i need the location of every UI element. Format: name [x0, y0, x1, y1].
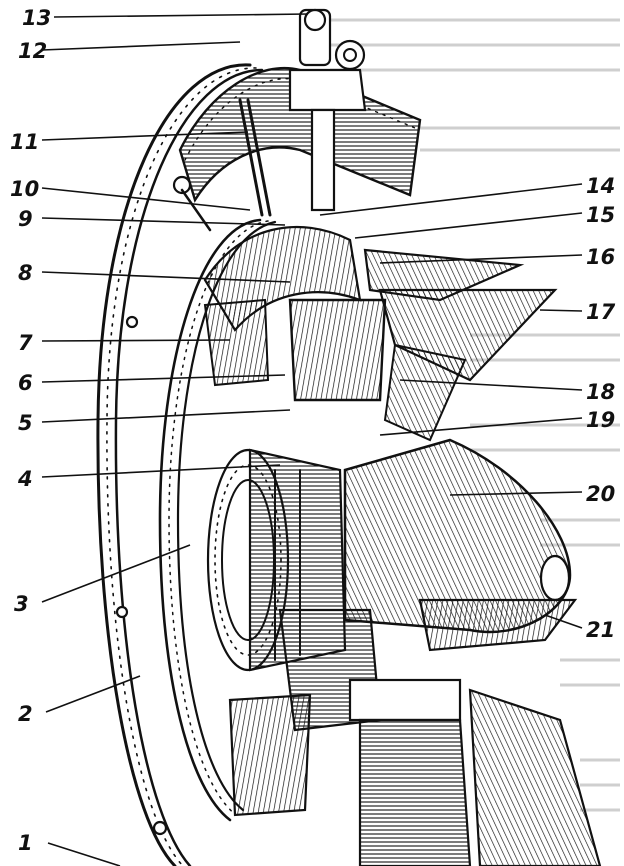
callout-2: 2: [18, 702, 33, 726]
callout-19: 19: [586, 408, 615, 432]
callout-18: 18: [586, 380, 615, 404]
callout-8: 8: [18, 261, 33, 285]
callout-9: 9: [18, 207, 33, 231]
leader-lines: [41, 13, 583, 866]
callout-14: 14: [586, 174, 615, 198]
callout-6: 6: [18, 371, 33, 395]
callout-labels: 1 2 3 4 5 6 7 8 9 10 11 12 13 14 15 16 1…: [10, 6, 616, 855]
callout-11: 11: [10, 130, 39, 154]
callout-3: 3: [14, 592, 29, 616]
mounting-bracket: [288, 8, 367, 212]
chamber-body: [203, 298, 387, 402]
callout-15: 15: [586, 203, 615, 227]
upper-blades: [363, 248, 558, 442]
lower-section: [228, 608, 602, 866]
callout-13: 13: [22, 6, 51, 30]
callout-16: 16: [586, 245, 615, 269]
callout-4: 4: [17, 467, 33, 491]
callout-21: 21: [586, 618, 615, 642]
callout-7: 7: [18, 331, 33, 355]
callout-5: 5: [18, 411, 33, 435]
callout-10: 10: [10, 177, 39, 201]
callout-12: 12: [18, 39, 47, 63]
callout-1: 1: [18, 831, 33, 855]
callout-20: 20: [586, 482, 615, 506]
nozzle-cone: [343, 438, 578, 652]
callout-17: 17: [586, 300, 616, 324]
